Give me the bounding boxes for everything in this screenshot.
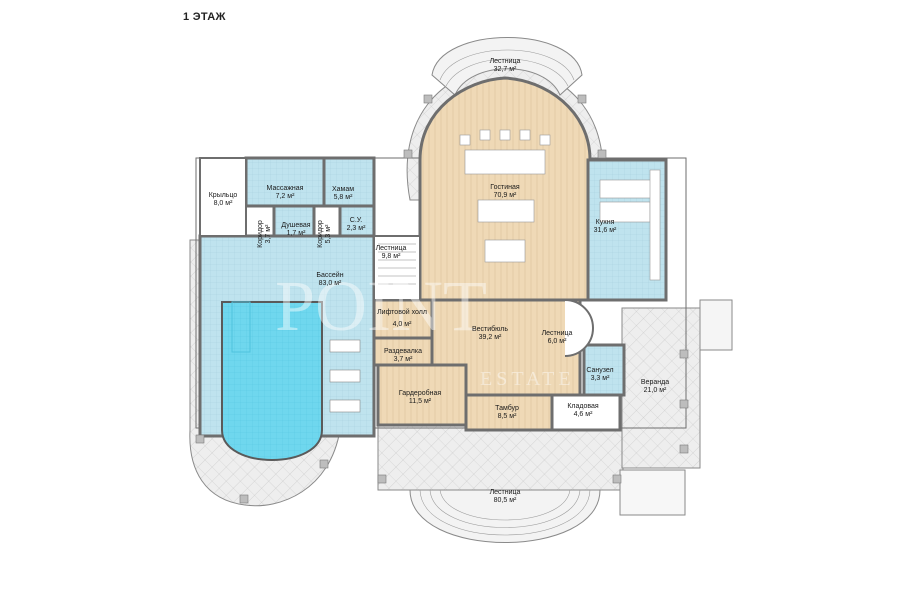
right-veranda-deck [619,299,733,516]
room-label-kitchen: Кухня 31,6 м² [594,219,617,234]
room-label-massage: Массажная 7,2 м² [267,185,304,200]
svg-text:Лестница: Лестница [542,330,573,337]
bottom-terrace [377,424,624,543]
svg-text:21,0 м²: 21,0 м² [644,387,667,394]
stairs-mid-steps [378,243,416,285]
locker-floor [372,336,434,367]
svg-text:39,2 м²: 39,2 м² [479,334,502,341]
svg-text:Коридор: Коридор [317,220,324,248]
svg-text:80,5 м²: 80,5 м² [494,497,517,504]
room-label-shower: Душевая 1,7 м² [281,222,310,237]
watermark-main: POINT [275,266,487,346]
svg-text:Лестница: Лестница [490,489,521,496]
room-label-porch: Крыльцо 8,0 м² [209,192,238,207]
room-label-stairs-mid: Лестница 9,8 м² [376,245,407,260]
svg-text:Коридор: Коридор [257,220,264,248]
pool-water [221,301,323,461]
room-label-bathroom: Санузел 3,3 м² [586,367,613,382]
spiral-stairs [564,299,594,357]
svg-text:Тамбур: Тамбур [495,404,519,412]
room-label-corridor-b: Коридор 5,3 м² [317,220,332,248]
svg-text:Хамам: Хамам [332,186,354,193]
svg-text:1,7 м²: 1,7 м² [287,230,306,237]
svg-text:2,3 м²: 2,3 м² [347,225,366,232]
bottom-stairs-steps [409,489,601,543]
svg-text:Крыльцо: Крыльцо [209,192,238,199]
room-label-vestibule: Тамбур 8,5 м² [495,404,519,420]
svg-text:Гардеробная: Гардеробная [399,389,442,397]
svg-text:Массажная: Массажная [267,185,304,192]
living-room-floor [418,76,592,302]
svg-text:Кухня: Кухня [596,219,615,226]
wc-small-floor [338,204,376,238]
svg-text:3,7 м²: 3,7 м² [265,224,272,243]
room-label-stairs-top: Лестница 32,7 м² [490,58,521,73]
room-label-pantry: Кладовая 4,6 м² [567,403,599,418]
watermark-sub: ESTATE [480,368,575,390]
room-label-hamam: Хамам 5,8 м² [332,186,354,201]
svg-text:Гостиная: Гостиная [490,184,520,191]
svg-text:Раздевалка: Раздевалка [384,348,422,355]
svg-text:3,7 м²: 3,7 м² [394,356,413,363]
svg-text:Лифтовой холл: Лифтовой холл [377,308,427,316]
room-label-corridor-a: Коридор 3,7 м² [257,220,272,248]
svg-text:4,6 м²: 4,6 м² [574,411,593,418]
svg-text:70,9 м²: 70,9 м² [494,192,517,199]
svg-text:6,0 м²: 6,0 м² [548,338,567,345]
svg-text:Лестница: Лестница [376,245,407,252]
building [195,76,687,461]
svg-text:9,8 м²: 9,8 м² [382,253,401,260]
room-label-living: Гостиная 70,9 м² [490,184,520,199]
svg-text:Вестибюль: Вестибюль [472,325,508,333]
room-label-locker: Раздевалка 3,7 м² [384,348,422,363]
vestibule-floor [464,393,554,432]
svg-text:3,3 м²: 3,3 м² [591,375,610,382]
room-label-wc-small: С.У. 2,3 м² [347,217,366,232]
pool-loungers [329,339,361,413]
svg-text:5,3 м²: 5,3 м² [325,224,332,243]
shower-floor [272,204,316,238]
room-label-wardrobe: Гардеробная 11,5 м² [399,389,442,405]
svg-text:Лестница: Лестница [490,58,521,65]
svg-text:5,8 м²: 5,8 м² [334,194,353,201]
svg-text:31,6 м²: 31,6 м² [594,227,617,234]
svg-text:Веранда: Веранда [641,379,669,386]
svg-text:32,7 м²: 32,7 м² [494,66,517,73]
room-label-pool: Бассейн 83,0 м² [316,271,343,287]
svg-text:7,2 м²: 7,2 м² [276,193,295,200]
columns [195,94,689,504]
svg-text:Душевая: Душевая [281,222,310,229]
svg-text:С.У.: С.У. [350,217,363,224]
room-label-lift-hall: Лифтовой холл 4,0 м² [377,308,427,328]
room-label-stairs-bottom: Лестница 80,5 м² [490,489,521,504]
room-label-hall: Вестибюль 39,2 м² [472,325,508,341]
bathroom-floor [582,343,626,397]
pantry-floor [550,393,622,432]
room-label-veranda: Веранда 21,0 м² [641,379,669,394]
room-label-stairs-spiral: Лестница 6,0 м² [542,330,573,345]
living-furniture [459,129,551,263]
svg-text:Санузел: Санузел [586,367,613,374]
svg-text:8,0 м²: 8,0 м² [214,200,233,207]
svg-text:8,5 м²: 8,5 м² [498,413,517,420]
svg-text:11,5 м²: 11,5 м² [409,398,432,405]
porch-floor [199,157,247,237]
svg-text:83,0 м²: 83,0 м² [319,280,342,287]
svg-text:Бассейн: Бассейн [316,271,343,279]
svg-text:4,0 м²: 4,0 м² [393,321,412,328]
floor-title: 1 ЭТАЖ [183,11,226,23]
top-stairs-steps [431,37,583,96]
svg-text:Кладовая: Кладовая [567,403,599,410]
